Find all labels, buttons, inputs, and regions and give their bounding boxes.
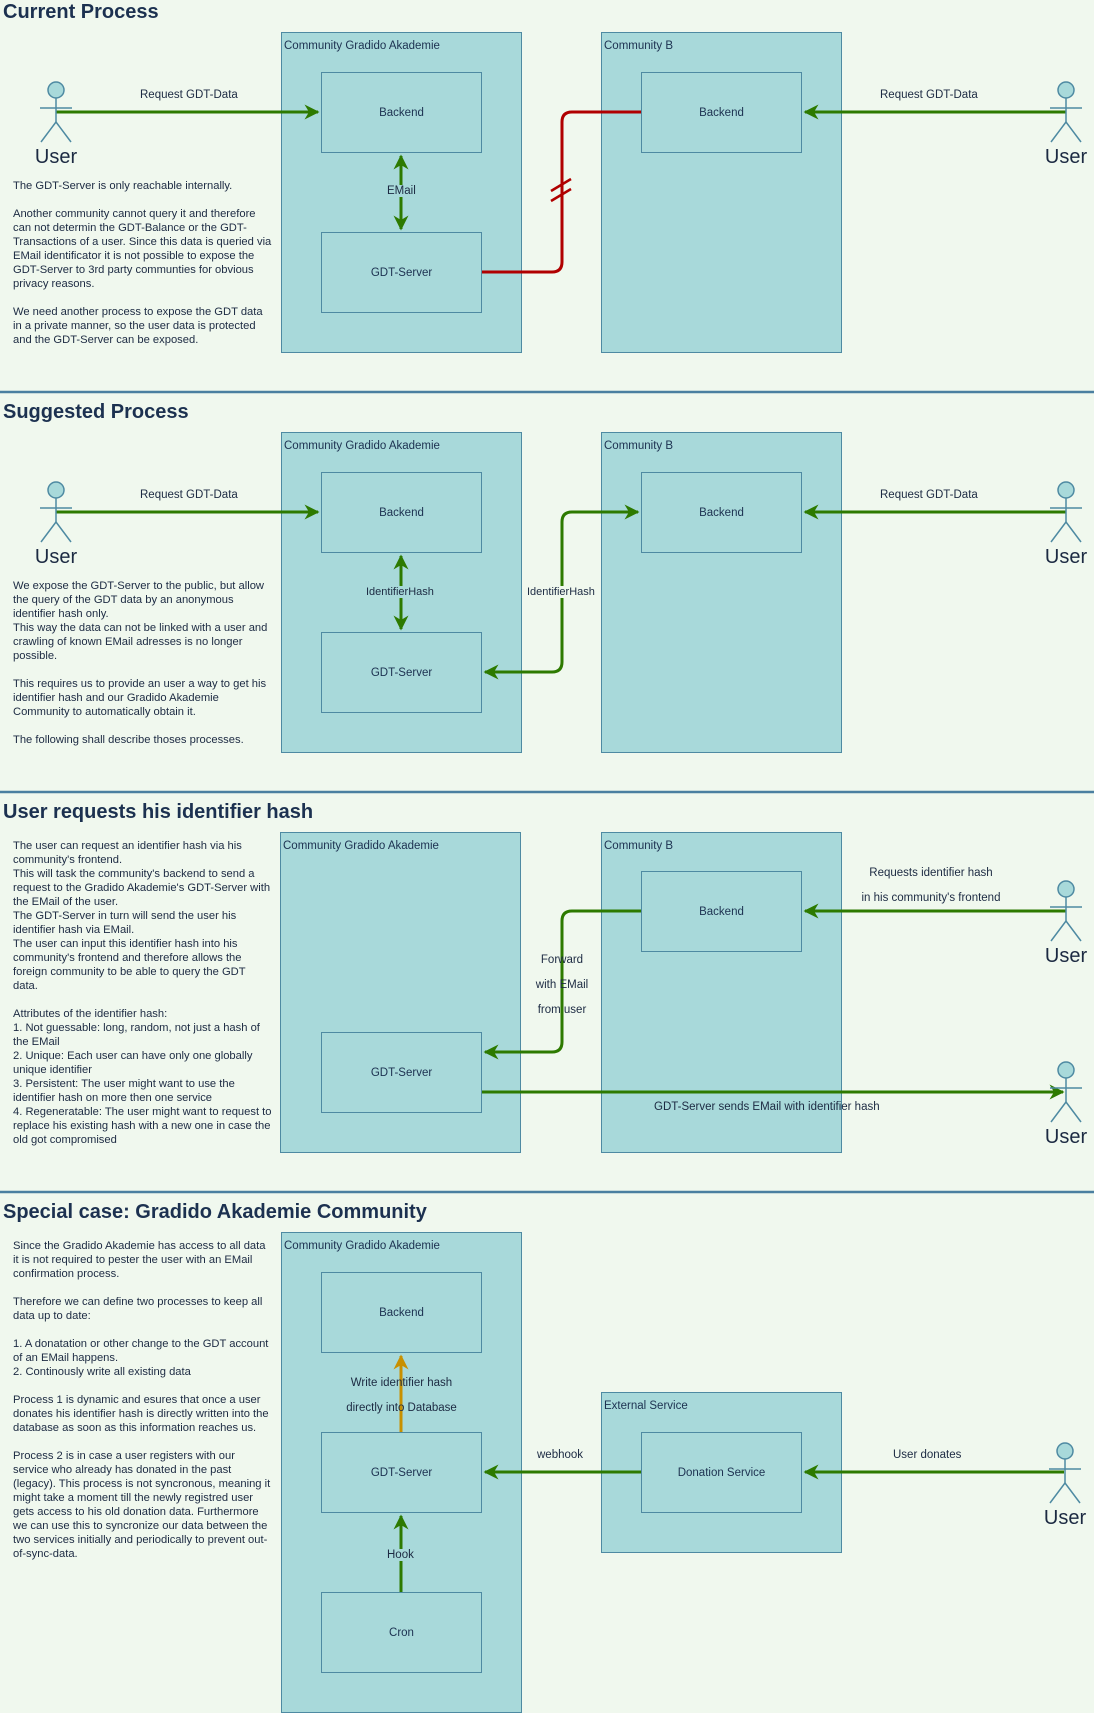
forward-edge-label: with EMail <box>535 979 589 991</box>
backend-label: Backend <box>379 106 424 119</box>
user-label: User <box>34 146 78 168</box>
identifier-hash-edge-label: IdentifierHash <box>366 586 434 598</box>
stick-figure-icon <box>1050 880 1082 942</box>
backend-label: Backend <box>699 905 744 918</box>
backend-node: Backend <box>641 472 802 553</box>
blocked-mark <box>550 187 572 203</box>
user-actor: User <box>35 480 77 568</box>
section-description: Since the Gradido Akademie has access to… <box>13 1240 271 1560</box>
gdt-server-label: GDT-Server <box>370 266 433 279</box>
user-label: User <box>34 546 78 568</box>
user-actor: User <box>1045 879 1087 967</box>
backend-node: Backend <box>321 72 482 153</box>
community-a-label: Community Gradido Akademie <box>283 840 439 852</box>
community-a-label: Community Gradido Akademie <box>284 1240 440 1252</box>
donation-service-label: Donation Service <box>677 1466 766 1479</box>
gdt-server-label: GDT-Server <box>370 1466 433 1479</box>
stick-figure-icon <box>40 481 72 543</box>
section-title: Current Process <box>3 1 159 23</box>
email-edge-label: EMail <box>387 185 416 197</box>
gdt-server-label: GDT-Server <box>370 1066 433 1079</box>
stick-figure-icon <box>1050 481 1082 543</box>
section-description: The GDT-Server is only reachable interna… <box>13 180 272 346</box>
section-description: The user can request an identifier hash … <box>13 840 272 1146</box>
cron-node: Cron <box>321 1592 482 1673</box>
forward-edge-label: Forward <box>540 954 584 966</box>
blocked-mark <box>550 177 572 193</box>
backend-node: Backend <box>321 472 482 553</box>
community-b-label: Community B <box>604 40 674 52</box>
user-actor: User <box>1044 1441 1086 1529</box>
donation-service-node: Donation Service <box>641 1432 802 1513</box>
stick-figure-icon <box>1049 1442 1081 1504</box>
gdt-server-node: GDT-Server <box>321 1432 482 1513</box>
request-edge-label: Request GDT-Data <box>140 89 238 101</box>
request-hash-edge-label: Requests identifier hash <box>869 867 993 879</box>
backend-label: Backend <box>379 506 424 519</box>
request-edge-label: Request GDT-Data <box>880 489 978 501</box>
forward-email-connection <box>483 909 641 1060</box>
user-actor: User <box>1045 480 1087 568</box>
community-b-label: Community B <box>604 840 674 852</box>
gdt-server-node: GDT-Server <box>321 232 482 313</box>
backend-label: Backend <box>699 106 744 119</box>
user-label: User <box>1044 146 1088 168</box>
community-a-label: Community Gradido Akademie <box>284 40 440 52</box>
user-label: User <box>1044 1126 1088 1148</box>
backend-node: Backend <box>641 72 802 153</box>
blocked-connection <box>482 110 641 274</box>
write-hash-edge-label: Write identifier hash <box>350 1377 453 1389</box>
user-label: User <box>1043 1507 1087 1529</box>
hook-edge-label: Hook <box>387 1549 414 1561</box>
stick-figure-icon <box>1050 81 1082 143</box>
section-title: User requests his identifier hash <box>3 801 314 823</box>
gdt-server-node: GDT-Server <box>321 632 482 713</box>
user-label: User <box>1044 945 1088 967</box>
backend-label: Backend <box>379 1306 424 1319</box>
cron-label: Cron <box>389 1626 414 1639</box>
forward-edge-label: from user <box>537 1004 587 1016</box>
section-title: Suggested Process <box>3 401 189 423</box>
request-edge-label: Request GDT-Data <box>140 489 238 501</box>
external-service-label: External Service <box>604 1400 688 1412</box>
stick-figure-icon <box>40 81 72 143</box>
backend-node: Backend <box>321 1272 482 1353</box>
stick-figure-icon <box>1050 1061 1082 1123</box>
donates-edge-label: User donates <box>893 1449 962 1461</box>
user-actor: User <box>1045 80 1087 168</box>
webhook-edge-label: webhook <box>537 1449 584 1461</box>
backend-label: Backend <box>699 506 744 519</box>
community-b-label: Community B <box>604 440 674 452</box>
request-hash-edge-label: in his community's frontend <box>861 892 1001 904</box>
user-actor: User <box>35 80 77 168</box>
gdt-server-node: GDT-Server <box>321 1032 482 1113</box>
write-hash-edge-label: directly into Database <box>346 1402 457 1414</box>
user-label: User <box>1044 546 1088 568</box>
community-a-label: Community Gradido Akademie <box>284 440 440 452</box>
gdt-server-label: GDT-Server <box>370 666 433 679</box>
request-edge-label: Request GDT-Data <box>880 89 978 101</box>
send-email-edge-label: GDT-Server sends EMail with identifier h… <box>654 1101 880 1113</box>
user-actor: User <box>1045 1060 1087 1148</box>
section-title: Special case: Gradido Akademie Community <box>3 1201 427 1223</box>
section-description: We expose the GDT-Server to the public, … <box>13 580 268 746</box>
identifier-hash-edge-label: IdentifierHash <box>527 586 595 598</box>
backend-node: Backend <box>641 871 802 952</box>
